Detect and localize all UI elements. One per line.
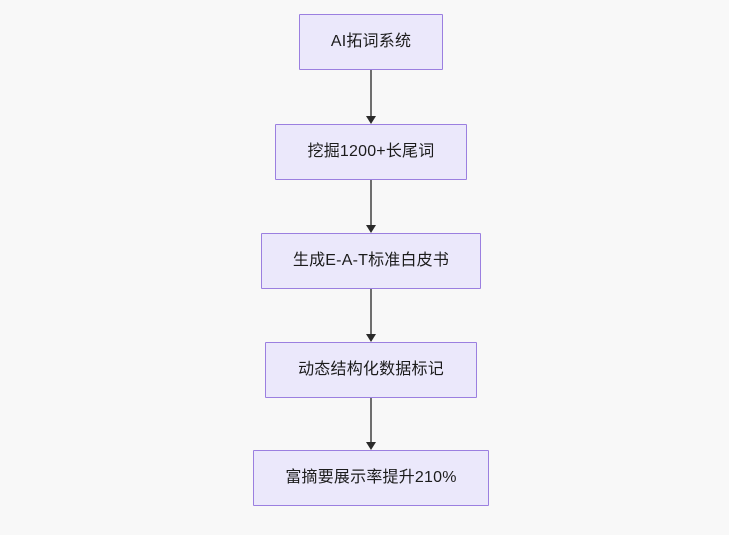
flowchart-node-rich-snippet-impression-uplift[interactable]: 富摘要展示率提升210% (253, 450, 489, 506)
node-label: 动态结构化数据标记 (298, 361, 444, 378)
arrowhead-icon (366, 225, 376, 233)
flowchart-node-ai-keyword-system[interactable]: AI拓词系统 (299, 14, 443, 70)
arrowhead-icon (366, 442, 376, 450)
edge-line (370, 70, 372, 116)
edge-line (370, 398, 372, 442)
arrowhead-icon (366, 334, 376, 342)
arrowhead-icon (366, 116, 376, 124)
node-label: AI拓词系统 (330, 33, 412, 50)
node-label: 富摘要展示率提升210% (285, 469, 457, 486)
flowchart-node-dynamic-structured-data-markup[interactable]: 动态结构化数据标记 (265, 342, 477, 398)
edge-line (370, 180, 372, 225)
node-label: 挖掘1200+长尾词 (307, 143, 435, 160)
flowchart-node-generate-eat-whitepaper[interactable]: 生成E-A-T标准白皮书 (261, 233, 481, 289)
edge-line (370, 289, 372, 334)
node-label: 生成E-A-T标准白皮书 (292, 252, 450, 269)
flowchart-node-mine-longtail-keywords[interactable]: 挖掘1200+长尾词 (275, 124, 467, 180)
